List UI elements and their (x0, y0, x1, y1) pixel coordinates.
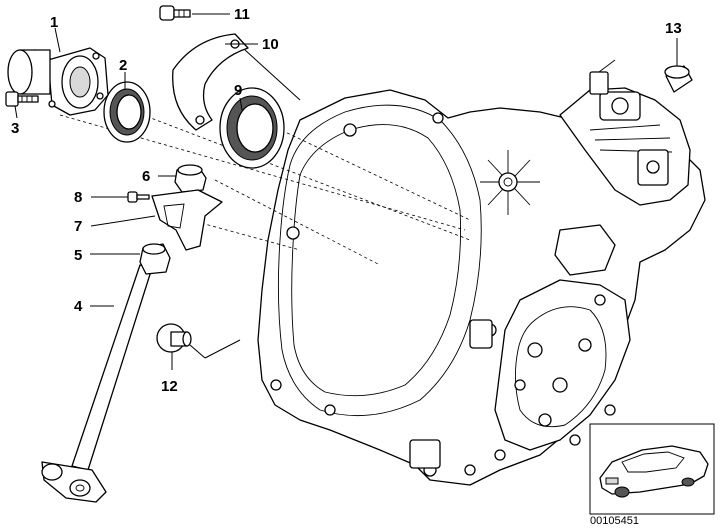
callout-6: 6 (142, 168, 150, 185)
leader-lines (14, 13, 678, 370)
callout-11: 11 (234, 6, 250, 23)
shift-mechanism (559, 59, 691, 206)
callout-13: 13 (665, 20, 682, 37)
part-8-bolt (127, 191, 150, 203)
callout-12: 12 (161, 378, 178, 395)
callout-7: 7 (74, 218, 82, 235)
part-2-shaft-seal (103, 81, 151, 143)
part-9-radial-seal (219, 87, 285, 169)
part-12-screw-plug (156, 323, 192, 353)
callout-8: 8 (74, 189, 82, 206)
car-icon (599, 445, 709, 498)
callout-3: 3 (11, 120, 19, 137)
part-4-selector-shaft (41, 264, 153, 503)
callout-1: 1 (50, 14, 58, 31)
part-3-bolt (5, 91, 39, 107)
part-1-guide-sleeve (7, 47, 109, 116)
callout-10: 10 (262, 36, 279, 53)
center-hub (480, 150, 540, 215)
part-7-holder (151, 189, 223, 251)
part-6-bushing (174, 164, 207, 193)
assembly-lines (59, 49, 471, 266)
callout-4: 4 (74, 298, 83, 315)
callout-9: 9 (234, 82, 242, 99)
part-13-cap (664, 65, 693, 93)
part-11-bolt (159, 5, 191, 21)
vehicle-locator-inset (589, 423, 715, 515)
callout-5: 5 (74, 247, 82, 264)
diagram-number: 00105451 (590, 515, 639, 527)
part-5-bushing (139, 243, 171, 275)
callout-2: 2 (119, 57, 127, 74)
transmission-housing (257, 59, 706, 486)
